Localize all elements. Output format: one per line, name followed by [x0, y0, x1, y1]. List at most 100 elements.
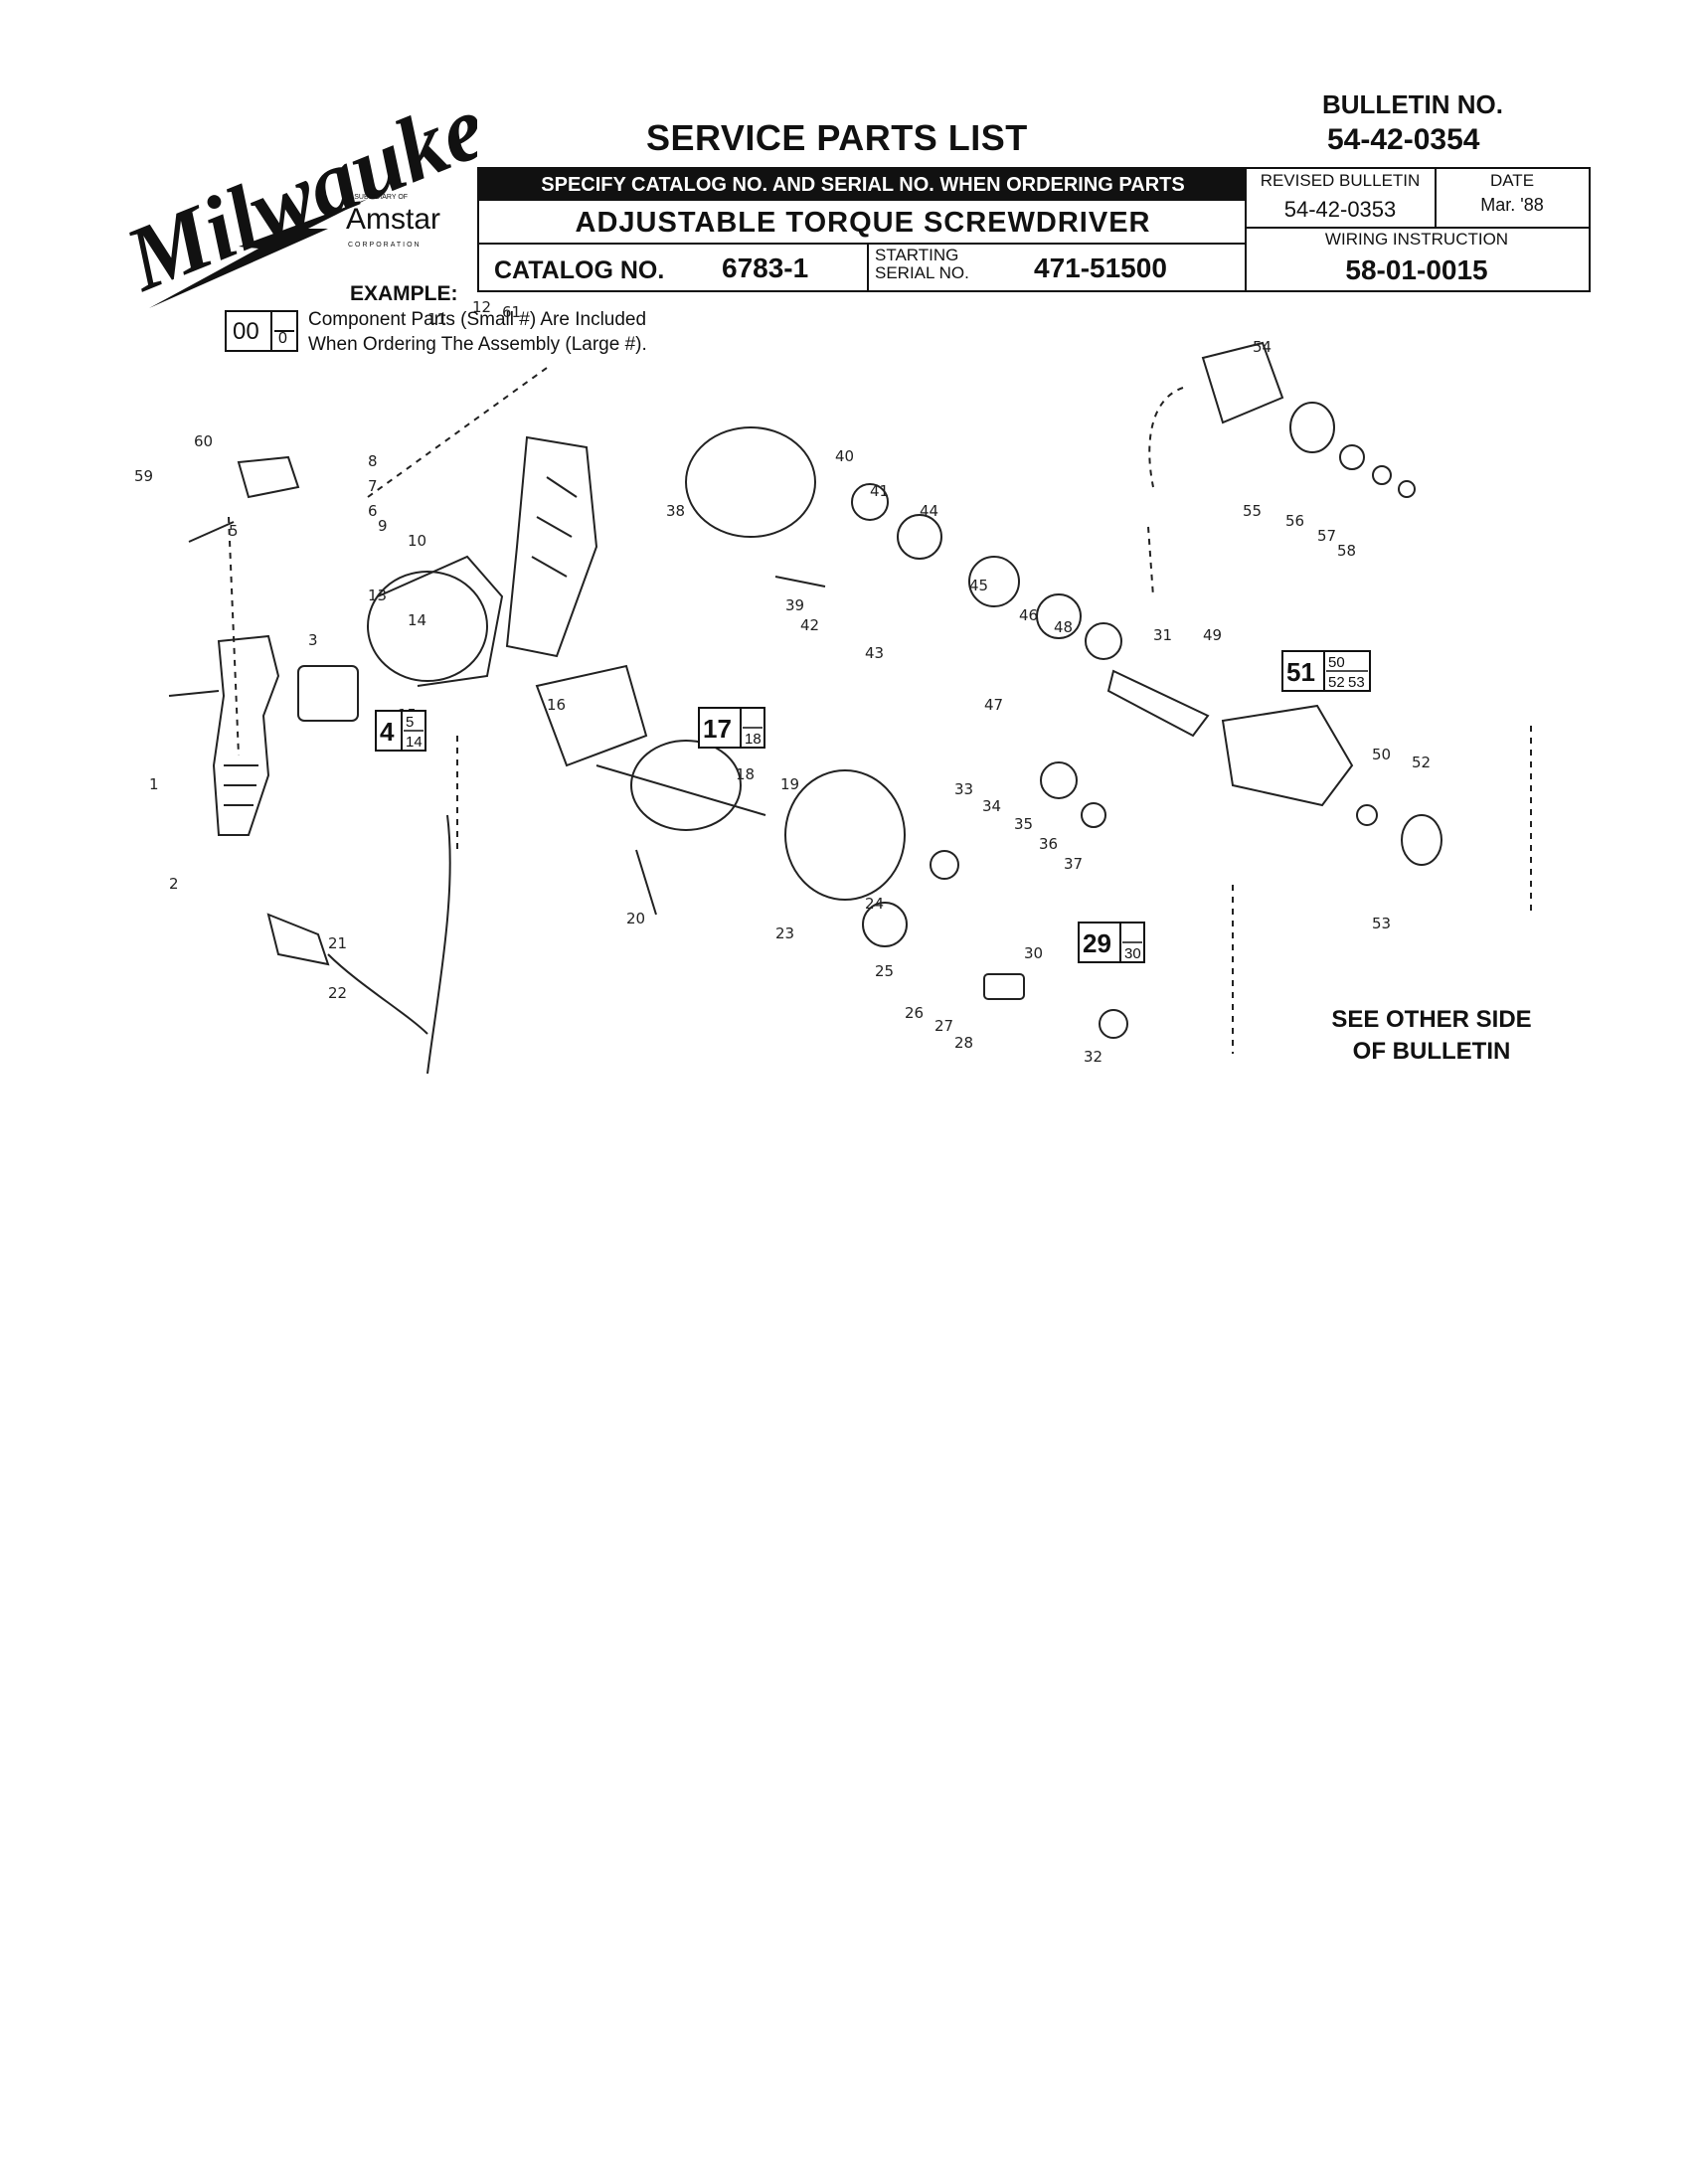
- part-number-28: 28: [954, 1034, 973, 1052]
- serial-number: 471-51500: [1034, 252, 1167, 283]
- housing-outline: [377, 555, 504, 687]
- screw-shape: [635, 849, 657, 916]
- part-number-13: 13: [368, 587, 387, 604]
- part-number-20: 20: [626, 910, 645, 927]
- washer-shape: [851, 483, 889, 521]
- part-number-22: 22: [328, 984, 347, 1002]
- part-number-50: 50: [1372, 746, 1391, 763]
- bulletin-number: 54-42-0354: [1327, 123, 1480, 156]
- cord-shape: [327, 953, 428, 1035]
- see-other-line2: OF BULLETIN: [1352, 1038, 1511, 1065]
- ring-shape: [1372, 465, 1392, 485]
- part-number-57: 57: [1317, 527, 1336, 545]
- part-number-3: 3: [308, 631, 318, 649]
- part-number-18: 18: [736, 765, 755, 783]
- divider: [270, 312, 272, 350]
- part-number-42: 42: [800, 616, 819, 634]
- plug-shape: [266, 913, 330, 966]
- component-number: 52: [1328, 674, 1345, 691]
- part-number-60: 60: [194, 432, 213, 450]
- assembly-number: 51: [1286, 657, 1315, 687]
- part-number-56: 56: [1285, 512, 1304, 530]
- part-number-19: 19: [780, 775, 799, 793]
- part-number-39: 39: [785, 596, 804, 614]
- catalog-label: CATALOG NO.: [494, 256, 665, 284]
- specify-notice: SPECIFY CATALOG NO. AND SERIAL NO. WHEN …: [479, 169, 1247, 201]
- cover-shape: [505, 435, 598, 658]
- spring-shape: [968, 556, 1020, 607]
- part-number-41: 41: [870, 482, 889, 500]
- gear-shape: [1040, 761, 1078, 799]
- shaft-shape: [983, 973, 1025, 1000]
- component-number: 30: [1124, 945, 1141, 962]
- part-number-32: 32: [1084, 1048, 1102, 1066]
- collar-shape: [1289, 402, 1335, 453]
- wiring-label: WIRING INSTRUCTION: [1324, 230, 1509, 249]
- gear-shape: [930, 850, 959, 880]
- washer-shape: [1356, 804, 1378, 826]
- part-number-52: 52: [1412, 754, 1431, 771]
- milwaukee-logo: Milwaukee A SUBSIDIARY OF Amstar CORPORA…: [110, 80, 477, 311]
- part-number-21: 21: [328, 934, 347, 952]
- exploded-parts-diagram: 1235678910111213141516181920212223242526…: [134, 298, 1532, 1074]
- part-number-35: 35: [1014, 815, 1033, 833]
- part-number-49: 49: [1203, 626, 1222, 644]
- part-number-31: 31: [1153, 626, 1172, 644]
- header-box: [477, 167, 1591, 292]
- part-number-14: 14: [408, 611, 426, 629]
- assembly-number: 17: [703, 714, 732, 744]
- amstar-wordmark: Amstar: [346, 203, 440, 236]
- guide-lines: [1148, 387, 1184, 488]
- divider: [479, 243, 1247, 245]
- part-number-2: 2: [169, 875, 179, 893]
- washer-shape: [1036, 593, 1082, 639]
- date-value: Mar. '88: [1480, 195, 1544, 215]
- part-number-46: 46: [1019, 606, 1038, 624]
- armature-shaft: [595, 764, 766, 816]
- spring-shape: [1339, 444, 1365, 470]
- clutch-shape: [897, 514, 942, 560]
- part-number-24: 24: [865, 895, 884, 913]
- part-number-5: 5: [229, 522, 239, 540]
- part-number-37: 37: [1064, 855, 1083, 873]
- nose-shape: [1201, 341, 1284, 424]
- part-number-40: 40: [835, 447, 854, 465]
- component-number: 5: [406, 714, 414, 731]
- page-title: SERVICE PARTS LIST: [646, 117, 1028, 158]
- part-number-26: 26: [905, 1004, 924, 1022]
- part-number-43: 43: [865, 644, 884, 662]
- serial-label-line2: SERIAL NO.: [875, 263, 969, 282]
- part-number-53: 53: [1372, 915, 1391, 932]
- wiring-number: 58-01-0015: [1345, 254, 1488, 285]
- guide-lines: [228, 367, 1154, 855]
- part-number-45: 45: [969, 577, 988, 594]
- switch-shape: [297, 665, 359, 722]
- part-number-8: 8: [368, 452, 378, 470]
- revised-bulletin-number: 54-42-0353: [1283, 197, 1397, 222]
- component-number: 14: [406, 734, 423, 751]
- part-number-44: 44: [920, 502, 938, 520]
- date-label: DATE: [1489, 171, 1535, 190]
- bulletin-label: BULLETIN NO.: [1322, 89, 1503, 119]
- ring-shape: [1401, 814, 1442, 866]
- part-number-labels: 1235678910111213141516181920212223242526…: [134, 298, 1431, 1066]
- example-text-line2: When Ordering The Assembly (Large #).: [308, 334, 647, 355]
- bearing-plate-shape: [784, 769, 906, 901]
- part-number-34: 34: [982, 797, 1001, 815]
- example-label: EXAMPLE:: [350, 282, 458, 305]
- component-number: 50: [1328, 654, 1345, 671]
- component-number: 53: [1348, 674, 1365, 691]
- part-number-59: 59: [134, 467, 153, 485]
- part-number-36: 36: [1039, 835, 1058, 853]
- guide-lines: [1232, 726, 1532, 1054]
- bracket-shape: [237, 455, 300, 499]
- corporation-line: CORPORATION: [348, 242, 422, 249]
- part-number-9: 9: [378, 517, 388, 535]
- divider: [1245, 169, 1247, 290]
- screw-shape: [168, 690, 220, 697]
- revised-bulletin-label: REVISED BULLETIN: [1260, 171, 1421, 190]
